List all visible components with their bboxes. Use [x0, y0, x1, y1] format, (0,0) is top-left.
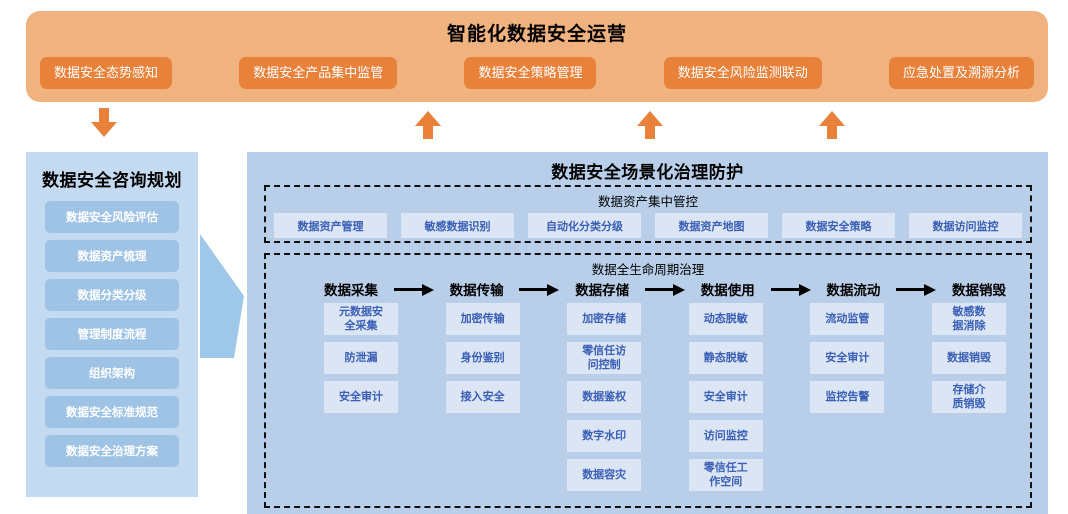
stage-2-item-1[interactable]: 零信任访问控制: [567, 342, 642, 374]
stage-3-item-2[interactable]: 安全审计: [688, 381, 763, 413]
operations-button-2[interactable]: 数据安全策略管理: [464, 57, 597, 89]
consulting-item-4[interactable]: 组织架构: [45, 357, 179, 389]
arrow-shaft: [896, 288, 929, 291]
stage-name-1: 数据传输: [449, 283, 504, 298]
stage-name-4: 数据流动: [826, 283, 881, 298]
consulting-panel: 数据安全咨询规划 数据安全风险评估数据资产梳理数据分类分级管理制度流程组织架构数…: [26, 152, 198, 497]
asset-control-item-row: 数据资产管理敏感数据识别自动化分类分级数据资产地图数据安全策略数据访问监控: [274, 213, 1022, 238]
operations-button-row: 数据安全态势感知 数据安全产品集中监管 数据安全策略管理 数据安全风险监测联动 应急处置…: [40, 57, 1034, 89]
arrow-down-icon: [90, 108, 118, 138]
lifecycle-stage-columns: 元数据安全采集防泄漏安全审计加密传输身份鉴别接入安全加密存储零信任访问控制数据鉴…: [324, 303, 1006, 491]
stage-arrow-right-icon: [392, 282, 436, 296]
arrow-head: [421, 283, 434, 296]
consulting-item-2[interactable]: 数据分类分级: [45, 279, 179, 311]
consulting-item-5[interactable]: 数据安全标准规范: [45, 396, 179, 428]
operations-button-1[interactable]: 数据安全产品集中监管: [239, 57, 398, 89]
scene-title: 数据安全场景化治理防护: [551, 163, 744, 182]
asset-control-block: 数据资产集中管控 数据资产管理敏感数据识别自动化分类分级数据资产地图数据安全策略…: [264, 185, 1032, 243]
arrow-head: [547, 283, 560, 296]
stage-5-item-2[interactable]: 存储介质销毁: [931, 381, 1006, 413]
stage-3-item-0[interactable]: 动态脱敏: [688, 303, 763, 335]
lifecycle-block: 数据全生命周期治理 数据采集数据传输数据存储数据使用数据流动数据销毁 元数据安全…: [264, 253, 1032, 508]
asset-item-3[interactable]: 数据资产地图: [655, 213, 768, 238]
arrow-shaft: [519, 288, 552, 291]
arrow-up-icon: [636, 110, 664, 140]
stage-column-5: 敏感数据消除数据销毁存储介质销毁: [931, 303, 1006, 491]
stage-1-item-1[interactable]: 身份鉴别: [445, 342, 520, 374]
arrow-head: [798, 283, 811, 296]
stage-0-item-0[interactable]: 元数据安全采集: [324, 303, 398, 335]
stage-arrow-right-icon: [769, 282, 813, 296]
consulting-item-list: 数据安全风险评估数据资产梳理数据分类分级管理制度流程组织架构数据安全标准规范数据…: [26, 201, 198, 467]
consulting-item-1[interactable]: 数据资产梳理: [45, 240, 179, 272]
asset-item-4[interactable]: 数据安全策略: [782, 213, 895, 238]
flow-arrow-right-icon: [196, 228, 248, 364]
arrow-head: [672, 283, 685, 296]
operations-banner: 智能化数据安全运营 数据安全态势感知数据安全产品集中监管数据安全策略管理数据安全…: [26, 11, 1048, 102]
stage-column-1: 加密传输身份鉴别接入安全: [445, 303, 520, 491]
arrow-shaft: [393, 288, 426, 291]
stage-column-0: 元数据安全采集防泄漏安全审计: [324, 303, 398, 491]
stage-column-2: 加密存储零信任访问控制数据鉴权数字水印数据容灾: [567, 303, 642, 491]
stage-4-item-0[interactable]: 流动监管: [810, 303, 885, 335]
operations-button-3[interactable]: 数据安全风险监测联动: [663, 57, 822, 89]
stage-arrow-right-icon: [643, 282, 687, 296]
asset-item-0[interactable]: 数据资产管理: [274, 213, 387, 238]
stage-5-item-1[interactable]: 数据销毁: [931, 342, 1006, 374]
operations-title: 智能化数据安全运营: [446, 24, 627, 45]
lifecycle-title: 数据全生命周期治理: [591, 263, 705, 277]
stage-0-item-2[interactable]: 安全审计: [324, 381, 398, 413]
stage-arrow-right-icon: [517, 282, 561, 296]
stage-0-item-1[interactable]: 防泄漏: [324, 342, 398, 374]
stage-name-2: 数据存储: [575, 283, 630, 298]
stage-2-item-3[interactable]: 数字水印: [567, 420, 642, 452]
consulting-item-3[interactable]: 管理制度流程: [45, 318, 179, 350]
stage-4-item-2[interactable]: 监控告警: [810, 381, 885, 413]
stage-name-3: 数据使用: [700, 283, 755, 298]
stage-2-item-2[interactable]: 数据鉴权: [567, 381, 642, 413]
lifecycle-stage-header: 数据采集 数据传输 数据存储 数据使用 数据流动 数据销毁: [324, 279, 1006, 299]
operations-button-4[interactable]: 应急处置及溯源分析: [888, 57, 1034, 89]
asset-item-2[interactable]: 自动化分类分级: [528, 213, 641, 238]
arrow-head: [924, 283, 937, 296]
arrow-shaft: [644, 288, 677, 291]
stage-4-item-1[interactable]: 安全审计: [810, 342, 885, 374]
stage-1-item-2[interactable]: 接入安全: [445, 381, 520, 413]
consulting-item-0[interactable]: 数据安全风险评估: [45, 201, 179, 233]
asset-control-title: 数据资产集中管控: [597, 195, 698, 209]
stage-5-item-0[interactable]: 敏感数据消除: [931, 303, 1006, 335]
operations-button-0[interactable]: 数据安全态势感知: [40, 57, 173, 89]
stage-2-item-0[interactable]: 加密存储: [567, 303, 642, 335]
consulting-title: 数据安全咨询规划: [42, 171, 182, 190]
stage-arrow-right-icon: [894, 282, 938, 296]
stage-column-3: 动态脱敏静态脱敏安全审计访问监控零信任工作空间: [688, 303, 763, 491]
stage-2-item-4[interactable]: 数据容灾: [567, 459, 642, 491]
stage-name-0: 数据采集: [324, 283, 378, 298]
stage-1-item-0[interactable]: 加密传输: [445, 303, 520, 335]
asset-item-5[interactable]: 数据访问监控: [909, 213, 1022, 238]
stage-3-item-4[interactable]: 零信任工作空间: [688, 459, 763, 491]
scene-governance-panel: 数据安全场景化治理防护 数据资产集中管控 数据资产管理敏感数据识别自动化分类分级…: [247, 152, 1048, 514]
stage-name-5: 数据销毁: [951, 283, 1006, 298]
stage-3-item-3[interactable]: 访问监控: [688, 420, 763, 452]
arrow-shaft: [770, 288, 803, 291]
stage-3-item-1[interactable]: 静态脱敏: [688, 342, 763, 374]
consulting-item-6[interactable]: 数据安全治理方案: [45, 435, 179, 467]
stage-column-4: 流动监管安全审计监控告警: [810, 303, 885, 491]
asset-item-1[interactable]: 敏感数据识别: [401, 213, 514, 238]
arrow-up-icon: [818, 110, 846, 140]
arrow-up-icon: [414, 110, 442, 140]
